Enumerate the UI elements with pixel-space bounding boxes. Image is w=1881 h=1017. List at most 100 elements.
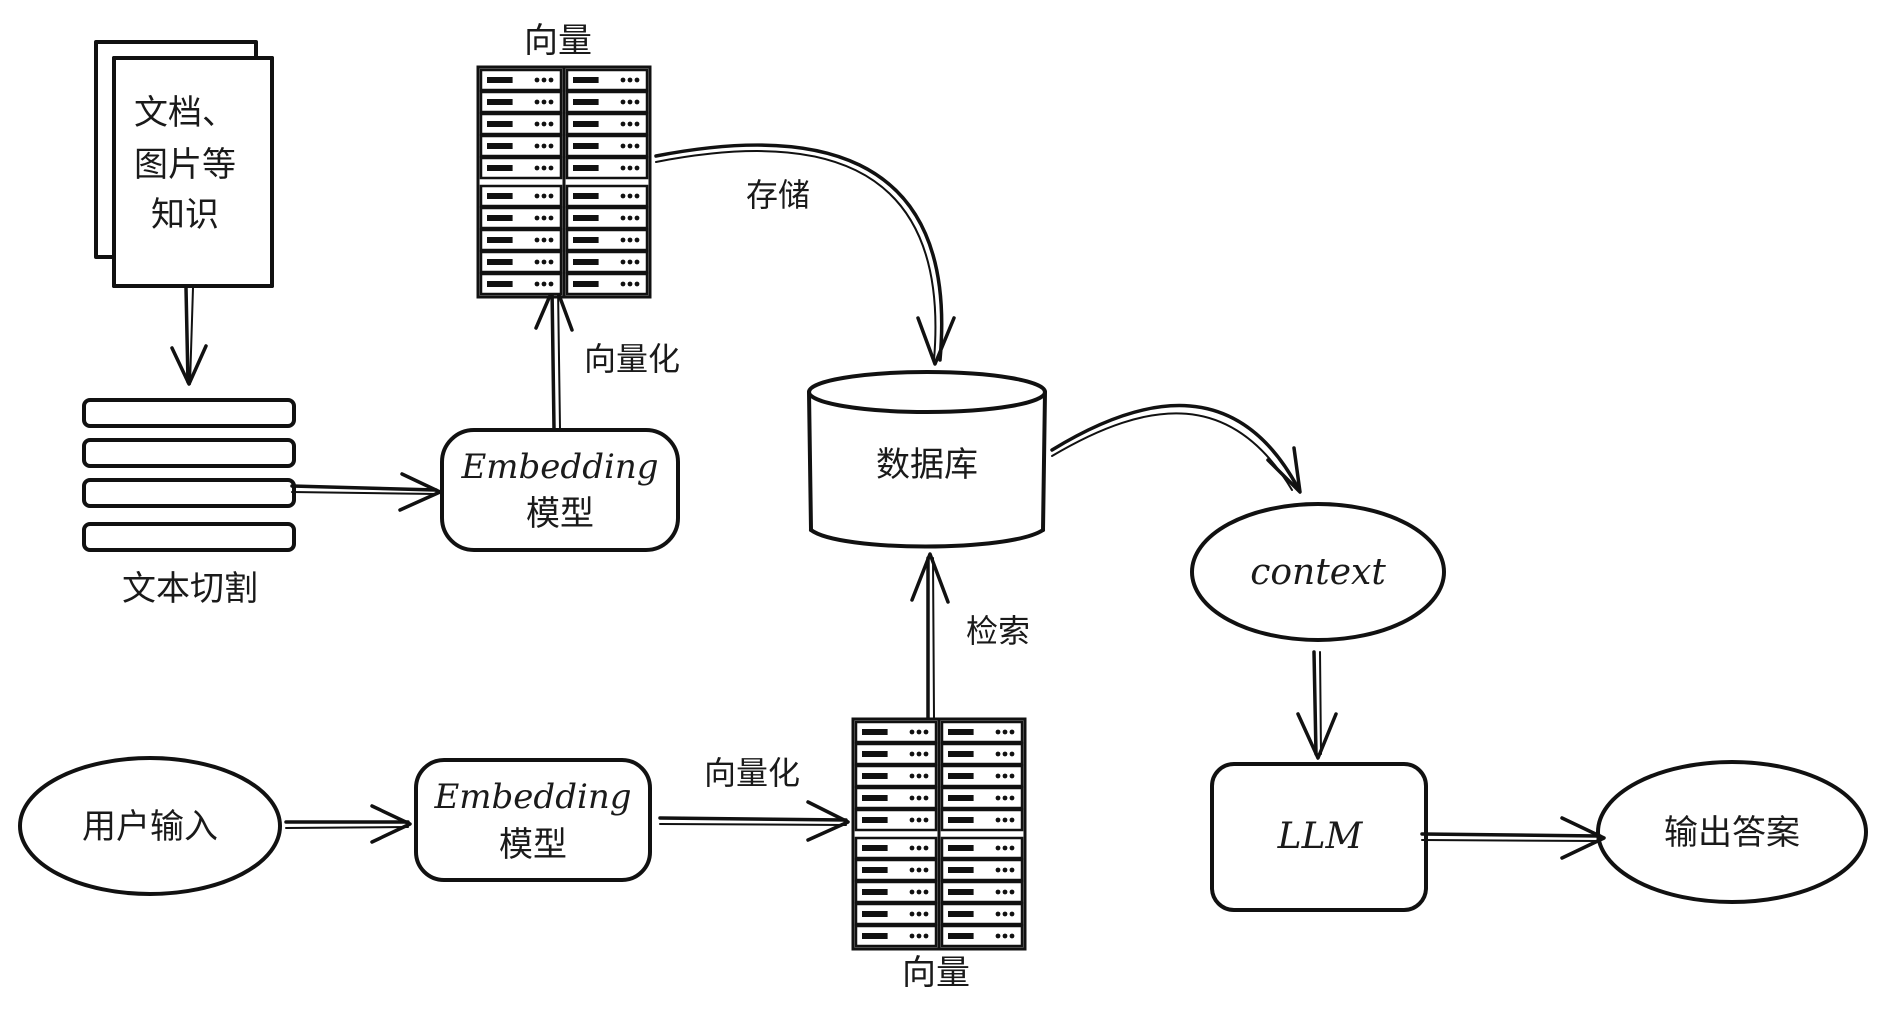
server-led	[627, 77, 633, 83]
server-led	[541, 193, 547, 199]
server-led	[620, 121, 626, 127]
server-unit-bar	[487, 99, 513, 105]
server-led	[548, 99, 554, 105]
server-unit	[854, 902, 938, 926]
server-led	[548, 165, 554, 171]
server-led	[916, 817, 922, 823]
server-unit	[565, 134, 649, 158]
arrow-chunks-to-embedding-top	[290, 472, 442, 512]
server-unit	[565, 250, 649, 274]
server-led	[916, 911, 922, 917]
server-unit	[854, 858, 938, 882]
server-led	[916, 933, 922, 939]
server-unit-bar	[487, 143, 513, 149]
server-unit-bar	[573, 237, 599, 243]
server-led	[923, 773, 929, 779]
server-led	[995, 845, 1001, 851]
server-led	[1002, 729, 1008, 735]
server-led	[548, 281, 554, 287]
server-led	[923, 729, 929, 735]
server-led	[1002, 795, 1008, 801]
arrow-context-to-llm	[1296, 650, 1338, 760]
server-unit-bar	[862, 729, 888, 735]
server-led	[1002, 889, 1008, 895]
server-unit-bar	[573, 165, 599, 171]
server-rack-frame	[562, 65, 652, 299]
server-unit	[854, 924, 938, 948]
server-led	[541, 143, 547, 149]
server-led	[620, 237, 626, 243]
server-led	[1009, 867, 1015, 873]
server-led	[627, 121, 633, 127]
server-led	[916, 845, 922, 851]
server-unit-bar	[948, 933, 974, 939]
server-led	[1009, 795, 1015, 801]
server-led	[634, 165, 640, 171]
server-led	[1009, 933, 1015, 939]
database-label: 数据库	[876, 445, 978, 485]
documents-label-line1: 文档、	[134, 93, 236, 133]
server-led	[541, 165, 547, 171]
server-led	[909, 817, 915, 823]
arrow-vectors-to-database: 存储	[654, 143, 956, 366]
server-led	[995, 773, 1001, 779]
server-led	[1002, 773, 1008, 779]
server-led	[916, 795, 922, 801]
server-unit	[940, 836, 1024, 860]
server-led	[627, 165, 633, 171]
server-led	[620, 281, 626, 287]
server-led	[634, 143, 640, 149]
server-led	[634, 215, 640, 221]
server-unit	[479, 272, 563, 296]
server-led	[620, 165, 626, 171]
server-unit-bar	[573, 99, 599, 105]
server-led	[909, 729, 915, 735]
server-led	[548, 77, 554, 83]
server-led	[541, 281, 547, 287]
server-led	[548, 193, 554, 199]
server-led	[1002, 867, 1008, 873]
server-led	[627, 193, 633, 199]
server-led	[541, 77, 547, 83]
server-led	[541, 215, 547, 221]
embedding-model-top: Embedding 模型	[440, 428, 680, 552]
server-led	[923, 933, 929, 939]
edge-label-vectorize-bottom: 向量化	[704, 754, 800, 792]
server-led	[534, 215, 540, 221]
server-unit-bar	[862, 751, 888, 757]
server-led	[995, 933, 1001, 939]
server-unit-bar	[487, 215, 513, 221]
server-unit	[940, 786, 1024, 810]
server-led	[923, 845, 929, 851]
server-unit-bar	[487, 281, 513, 287]
server-unit	[565, 228, 649, 252]
server-led	[548, 259, 554, 265]
server-unit-bar	[573, 121, 599, 127]
server-led	[923, 867, 929, 873]
server-led	[1009, 845, 1015, 851]
server-unit-bar	[487, 77, 513, 83]
server-unit-bar	[948, 845, 974, 851]
server-unit-bar	[487, 121, 513, 127]
embedding-bottom-sublabel: 模型	[499, 825, 567, 865]
server-led	[620, 193, 626, 199]
server-unit-bar	[487, 193, 513, 199]
server-led	[634, 259, 640, 265]
documents-label-line3: 知识	[151, 195, 219, 235]
user-input-node: 用户输入	[18, 756, 282, 896]
server-unit	[479, 112, 563, 136]
server-led	[923, 751, 929, 757]
server-led	[634, 77, 640, 83]
server-unit	[854, 742, 938, 766]
server-led	[995, 911, 1001, 917]
server-led	[534, 143, 540, 149]
documents-node: 文档、 图片等 知识	[94, 40, 274, 288]
server-led	[620, 215, 626, 221]
server-led	[548, 143, 554, 149]
arrow-user-to-embedding-bottom	[284, 804, 412, 844]
server-unit-bar	[487, 259, 513, 265]
server-led	[627, 237, 633, 243]
server-led	[923, 889, 929, 895]
server-unit	[479, 228, 563, 252]
